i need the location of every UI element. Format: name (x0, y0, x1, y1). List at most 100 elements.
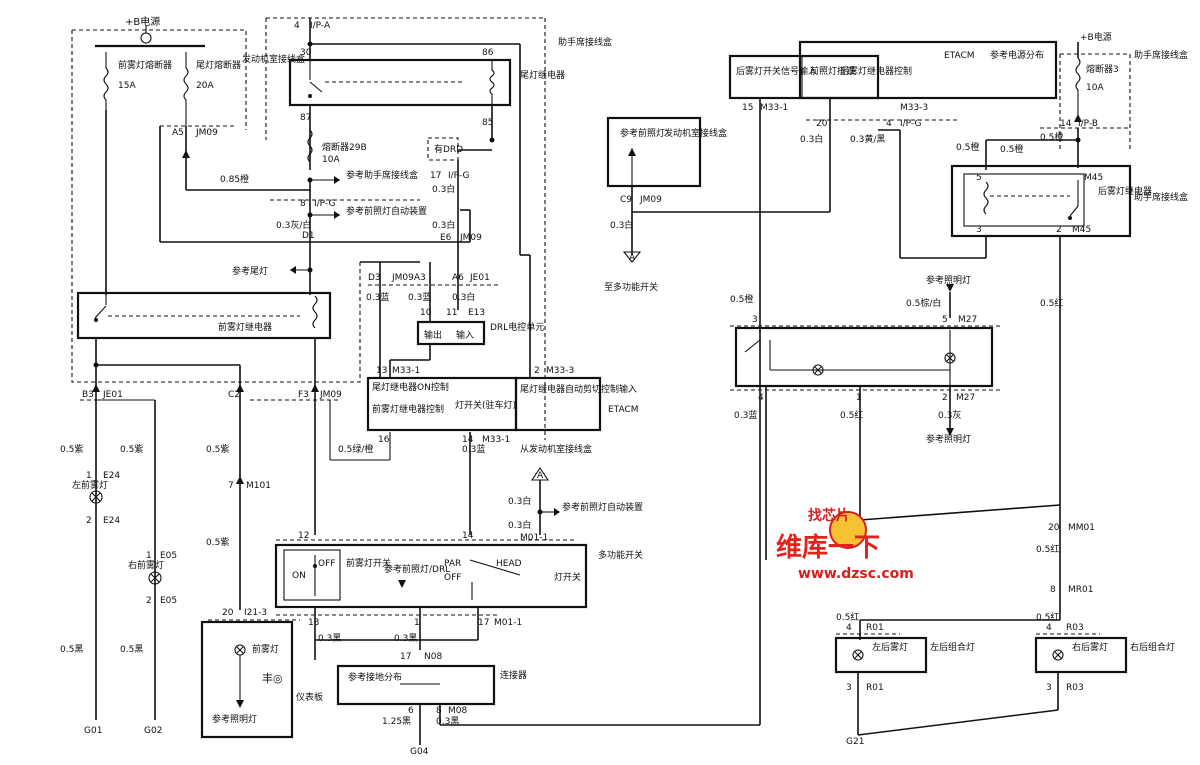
svg-text:0.5黑: 0.5黑 (60, 644, 83, 655)
svg-text:参考前照灯自动装置: 参考前照灯自动装置 (346, 205, 427, 217)
svg-text:6: 6 (408, 706, 414, 716)
svg-text:E05: E05 (160, 596, 177, 606)
svg-text:12: 12 (298, 531, 309, 541)
svg-text:20: 20 (1048, 523, 1060, 533)
svg-text:R03: R03 (1066, 683, 1084, 693)
svg-text:G04: G04 (410, 747, 429, 757)
left-rear-combination-lamp: 4 R01 左后雾灯 左后组合灯 3 R01 (834, 623, 975, 693)
svg-text:0.5红: 0.5红 (840, 409, 863, 421)
svg-text:4: 4 (294, 21, 300, 31)
svg-text:0.5红: 0.5红 (1036, 611, 1059, 623)
svg-text:M08: M08 (448, 706, 467, 716)
svg-text:E24: E24 (103, 471, 120, 481)
svg-text:17: 17 (400, 652, 411, 662)
ref-headlamp-block: 参考前照灯 发动机室接线盒 C9 JM09 0.3白 A 至多功能开关 (604, 116, 831, 293)
watermark: 找芯片 维库一下 www.dzsc.com (776, 507, 914, 582)
svg-text:0.5紫: 0.5紫 (60, 444, 83, 455)
svg-text:A: A (629, 253, 636, 263)
svg-text:0.5紫: 0.5紫 (206, 537, 229, 548)
svg-text:0.3白: 0.3白 (432, 219, 455, 231)
svg-text:15: 15 (742, 103, 753, 113)
svg-text:多功能开关: 多功能开关 (598, 549, 643, 561)
svg-text:14: 14 (1060, 119, 1072, 129)
fuse-tail: 尾灯熔断器 20A (183, 52, 241, 126)
svg-text:前雾灯继电器: 前雾灯继电器 (218, 321, 272, 333)
svg-text:后雾灯继电器控制: 后雾灯继电器控制 (840, 65, 912, 77)
svg-text:8: 8 (300, 199, 306, 209)
svg-text:熔断器29B: 熔断器29B (322, 141, 367, 153)
svg-text:左后组合灯: 左后组合灯 (930, 641, 975, 653)
svg-text:尾灯继电器: 尾灯继电器 (520, 69, 565, 81)
svg-text:11: 11 (446, 308, 457, 318)
svg-text:87: 87 (300, 113, 311, 123)
svg-text:E05: E05 (160, 551, 177, 561)
svg-text:14: 14 (462, 531, 474, 541)
svg-text:左后雾灯: 左后雾灯 (872, 641, 908, 653)
svg-text:N08: N08 (424, 652, 442, 662)
svg-text:OFF: OFF (444, 573, 461, 583)
svg-text:连接器: 连接器 (500, 669, 527, 681)
svg-text:M27: M27 (958, 315, 977, 325)
svg-text:参考电源分布: 参考电源分布 (990, 49, 1044, 61)
svg-text:2: 2 (534, 366, 540, 376)
svg-text:0.5绿/橙: 0.5绿/橙 (338, 443, 373, 455)
etacm-left-block: 尾灯继电器ON控制 前雾灯继电器控制 灯开关(驻车灯) 尾灯继电器自动剪切控制输… (366, 366, 639, 445)
svg-text:R01: R01 (866, 683, 884, 693)
svg-text:灯开关: 灯开关 (554, 571, 581, 583)
svg-text:0.3黑: 0.3黑 (436, 716, 459, 727)
svg-text:前雾灯熔断器: 前雾灯熔断器 (118, 59, 172, 71)
svg-text:前照灯搭铁: 前照灯搭铁 (810, 65, 855, 77)
svg-text:尾灯继电器自动剪切控制输入: 尾灯继电器自动剪切控制输入 (520, 383, 637, 395)
svg-text:M101: M101 (246, 481, 271, 491)
svg-text:M33-1: M33-1 (760, 103, 788, 113)
power-bar-left: +B电源 (95, 15, 205, 48)
svg-text:M45: M45 (1084, 173, 1103, 183)
svg-text:JM09: JM09 (639, 195, 662, 205)
svg-text:M27: M27 (956, 393, 975, 403)
svg-text:M45: M45 (1072, 225, 1091, 235)
fuse-3 (1075, 57, 1081, 120)
svg-text:有DRD: 有DRD (434, 143, 463, 155)
svg-text:M33-1: M33-1 (482, 435, 510, 445)
multi-function-switch: 12 14 ON OFF 前雾灯开关 参考前照灯/DRL PAR HEAD OF… (274, 531, 643, 609)
svg-text:0.3白: 0.3白 (610, 219, 633, 231)
svg-text:0.3蓝: 0.3蓝 (366, 291, 389, 303)
svg-text:86: 86 (482, 48, 494, 58)
etacm-right-block: 后雾灯开关信号输入 前照灯搭铁 后雾灯继电器控制 ETACM 参考电源分布 +B… (728, 31, 1188, 150)
svg-text:M33-1: M33-1 (392, 366, 420, 376)
svg-text:M01-1: M01-1 (520, 533, 548, 543)
svg-text:I/P-A: I/P-A (310, 21, 331, 31)
svg-text:MM01: MM01 (1068, 523, 1095, 533)
svg-text:0.5棕/白: 0.5棕/白 (906, 297, 941, 309)
svg-text:0.5橙: 0.5橙 (956, 141, 979, 153)
svg-text:17: 17 (430, 171, 441, 181)
svg-text:M01-1: M01-1 (494, 618, 522, 628)
svg-text:助手席接线盒: 助手席接线盒 (1134, 49, 1188, 61)
svg-text:JE01: JE01 (102, 390, 123, 400)
drl-control-unit (416, 320, 486, 346)
svg-text:13: 13 (308, 618, 319, 628)
svg-text:仪表板: 仪表板 (296, 691, 323, 703)
svg-text:0.5橙: 0.5橙 (1040, 131, 1063, 143)
svg-text:前雾灯: 前雾灯 (252, 643, 279, 655)
svg-text:0.3白: 0.3白 (508, 519, 531, 531)
svg-text:0.3灰: 0.3灰 (938, 409, 961, 421)
svg-text:助手席接线盒: 助手席接线盒 (558, 36, 612, 48)
svg-text:1: 1 (856, 393, 862, 403)
svg-text:8: 8 (1050, 585, 1056, 595)
svg-text:右前雾灯: 右前雾灯 (128, 559, 164, 571)
svg-text:+B电源: +B电源 (1080, 31, 1112, 43)
svg-text:20: 20 (222, 608, 234, 618)
svg-text:右后组合灯: 右后组合灯 (1130, 641, 1175, 653)
svg-text:16: 16 (378, 435, 390, 445)
svg-text:2: 2 (146, 596, 152, 606)
svg-text:A: A (537, 471, 544, 481)
fuse-29b: 熔断器29B 10A (307, 129, 367, 165)
svg-text:+B电源: +B电源 (125, 15, 160, 28)
svg-text:3: 3 (846, 683, 852, 693)
svg-text:ETACM: ETACM (608, 405, 639, 415)
svg-text:0.3蓝: 0.3蓝 (408, 291, 431, 303)
svg-text:A6: A6 (452, 273, 464, 283)
svg-text:输出: 输出 (424, 329, 442, 341)
svg-text:DRL电控单元: DRL电控单元 (490, 321, 544, 333)
